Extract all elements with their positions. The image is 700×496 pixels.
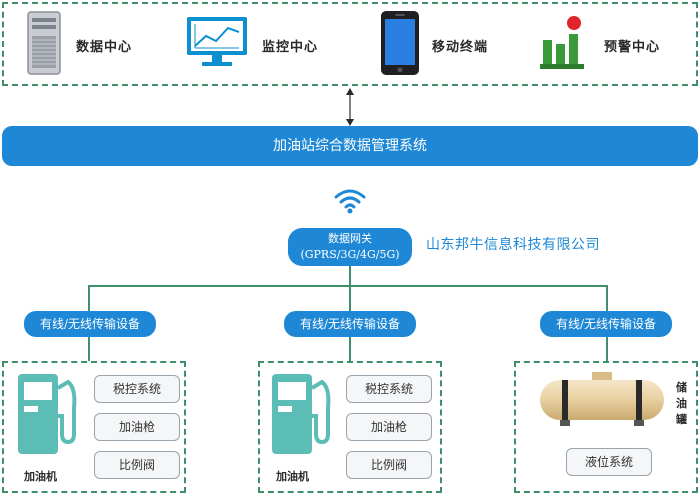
transmission-device-right: 有线/无线传输设备 [540,311,672,337]
fuel-tank-icon [540,372,664,426]
connector [88,285,608,287]
top-panel [2,2,698,86]
station-right-panel [514,361,698,493]
fuel-nozzle: 加油枪 [346,413,432,441]
fuel-pump-icon [272,374,331,454]
level-system: 液位系统 [566,448,652,476]
proportional-valve: 比例阀 [346,451,432,479]
station-mid-panel [258,361,442,493]
gateway-title: 数据网关 [328,232,372,245]
double-arrow-icon [346,88,354,126]
transmission-device-mid: 有线/无线传输设备 [284,311,416,337]
fuel-nozzle: 加油枪 [94,413,180,441]
fuel-dispenser-label: 加油机 [276,470,309,483]
wifi-icon [334,189,366,214]
connector [349,337,351,361]
top-label-monitor-center: 监控中心 [262,40,319,55]
connector [88,285,90,311]
connector [349,266,351,286]
tax-control-system: 税控系统 [94,375,180,403]
warning-bars-icon [540,16,584,69]
server-icon [27,11,61,75]
fuel-pump-icon [18,374,77,454]
connector [606,337,608,361]
station-left-panel [2,361,186,493]
monitor-chart-icon [187,17,247,66]
connector [88,337,90,361]
transmission-device-left: 有线/无线传输设备 [24,311,156,337]
proportional-valve: 比例阀 [94,451,180,479]
connector [349,285,351,311]
top-label-data-center: 数据中心 [76,40,133,55]
top-label-warning-center: 预警中心 [604,40,661,55]
company-name: 山东邦牛信息科技有限公司 [426,237,600,253]
mobile-phone-icon [381,11,419,75]
fuel-dispenser-label: 加油机 [24,470,57,483]
tax-control-system: 税控系统 [346,375,432,403]
gateway-protocols: (GPRS/3G/4G/5G) [300,248,400,261]
top-label-mobile-terminal: 移动终端 [432,40,489,55]
connector [606,285,608,311]
system-bar: 加油站综合数据管理系统 [2,126,698,166]
storage-tank-label: 储油罐 [676,381,687,426]
data-gateway: 数据网关 (GPRS/3G/4G/5G) [288,228,412,266]
